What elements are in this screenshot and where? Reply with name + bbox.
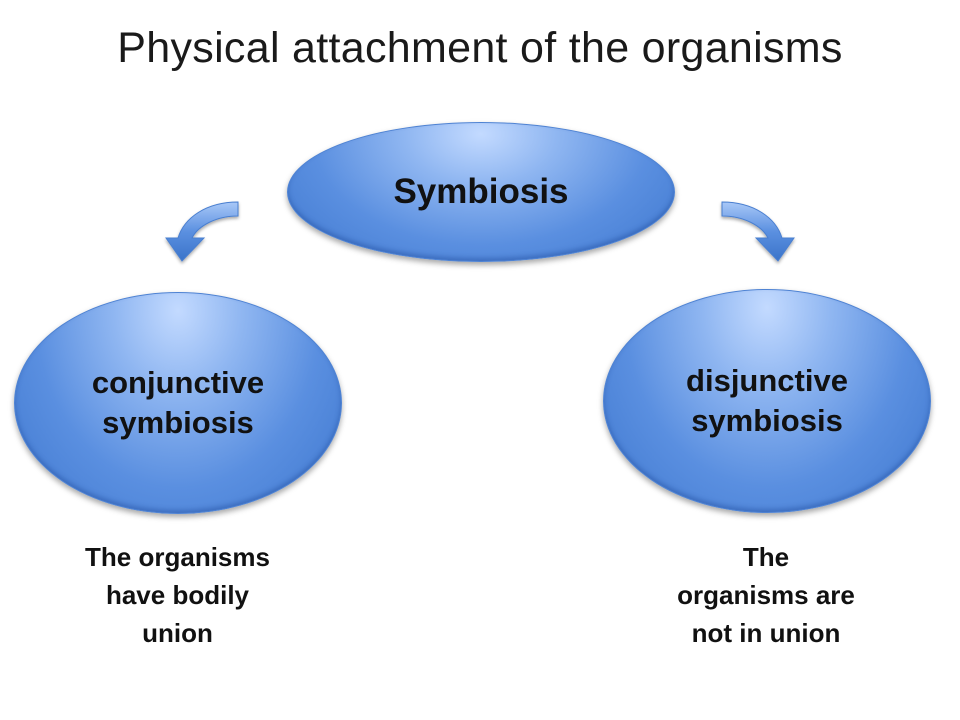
node-label-disjunctive: disjunctive symbiosis (686, 361, 848, 442)
node-label-line: conjunctive (91, 364, 265, 400)
curved-arrow-right-icon (721, 201, 795, 262)
node-label-line: disjunctive (686, 362, 848, 398)
description-line: The (742, 542, 790, 572)
description-line: organisms are (677, 579, 855, 610)
curved-arrow-left-icon (165, 201, 239, 262)
node-conjunctive-symbiosis: conjunctive symbiosis (14, 292, 342, 514)
root-node-label: Symbiosis (393, 172, 569, 211)
description-line: have bodily (105, 579, 250, 610)
description-disjunctive: The organisms are not in union (650, 539, 882, 653)
node-disjunctive-symbiosis: disjunctive symbiosis (603, 289, 931, 513)
node-label-line: symbiosis (102, 405, 254, 440)
description-line: not in union (691, 617, 841, 648)
description-conjunctive: The organisms have bodily union (50, 539, 305, 653)
node-label-conjunctive: conjunctive symbiosis (92, 363, 264, 444)
page-title: Physical attachment of the organisms (117, 24, 843, 72)
description-line: The organisms (85, 542, 270, 572)
root-node-symbiosis: Symbiosis (287, 122, 675, 262)
description-line: union (142, 617, 213, 648)
node-label-line: symbiosis (691, 403, 843, 438)
